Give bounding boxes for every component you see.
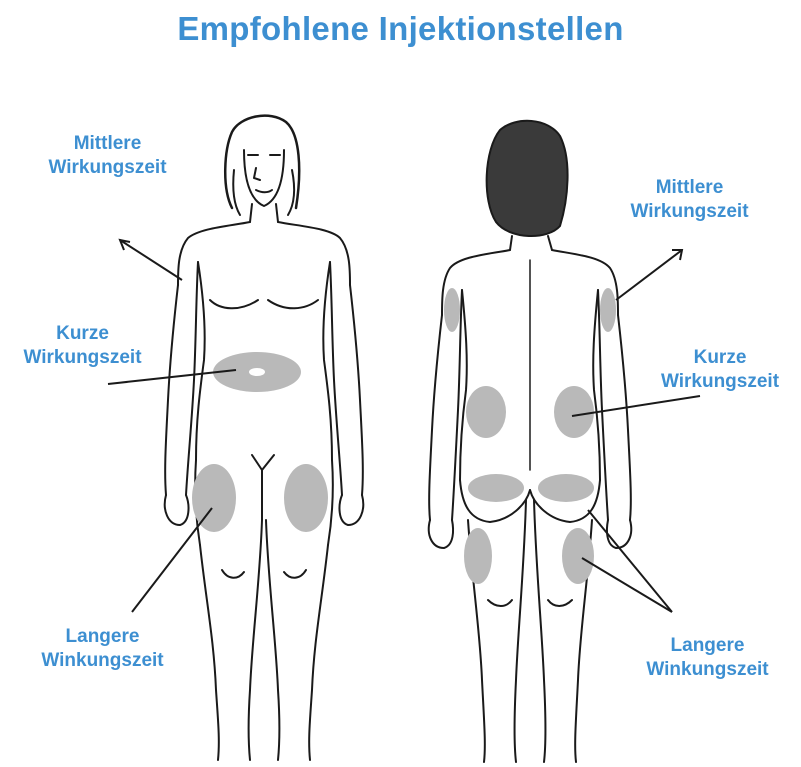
back-body <box>429 121 631 762</box>
front-body <box>165 116 363 760</box>
back-upper-arm-pointer <box>616 250 682 300</box>
back-thigh-pointer-2 <box>582 558 672 612</box>
back-left-thigh-zone <box>464 528 492 584</box>
back-right-buttock-zone <box>538 474 594 502</box>
front-left-thigh-zone <box>192 464 236 532</box>
back-left-hip-zone <box>466 386 506 438</box>
back-right-upper-arm-zone <box>600 288 616 332</box>
back-right-hip-zone <box>554 386 594 438</box>
back-left-upper-arm-zone <box>444 288 460 332</box>
back-left-buttock-zone <box>468 474 524 502</box>
front-upper-arm-pointer <box>120 240 182 280</box>
back-right-thigh-zone <box>562 528 594 584</box>
back-thigh-pointer-1 <box>588 510 672 612</box>
front-injection-zones <box>192 352 328 532</box>
front-pointers <box>108 240 236 612</box>
front-right-thigh-zone <box>284 464 328 532</box>
front-abdomen-zone-center <box>249 368 265 376</box>
